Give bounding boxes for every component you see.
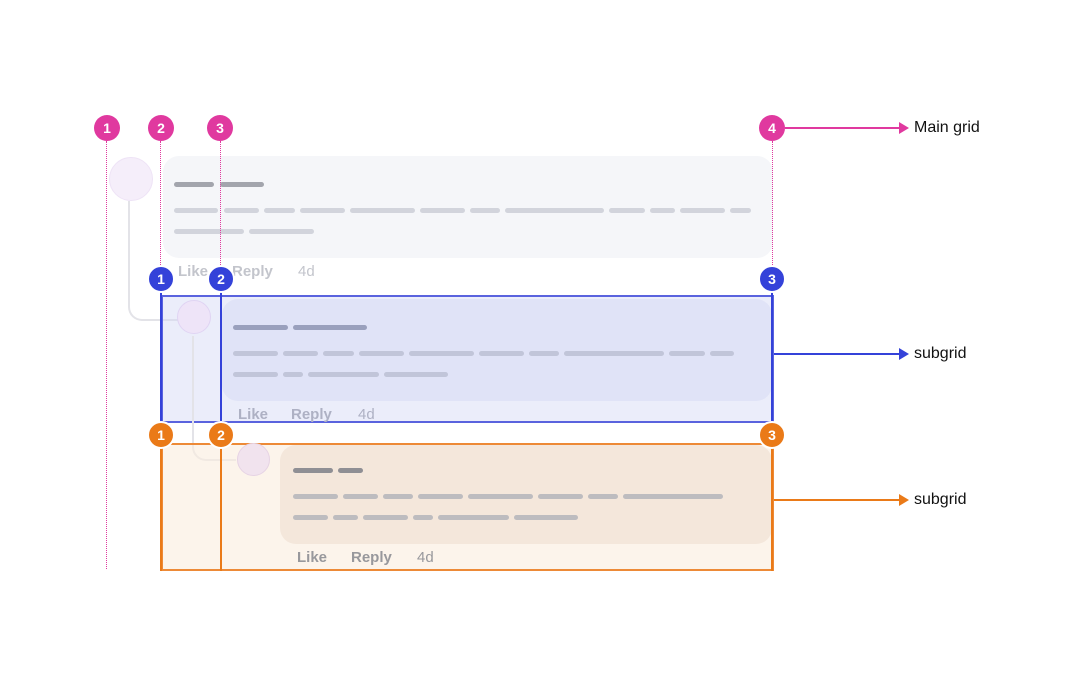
comment-2-text-placeholder bbox=[233, 372, 278, 377]
comment-1-avatar bbox=[109, 157, 153, 201]
comment-1-text-placeholder bbox=[224, 208, 259, 213]
comment-1-text-placeholder bbox=[174, 208, 218, 213]
comment-3-text-placeholder bbox=[343, 494, 378, 499]
comment-3-text-placeholder bbox=[293, 515, 328, 520]
comment-2-text-placeholder bbox=[283, 372, 303, 377]
comment-1-like-button[interactable]: Like bbox=[178, 263, 209, 280]
comment-2-author-placeholder bbox=[233, 325, 288, 330]
comment-3-text-placeholder bbox=[383, 494, 413, 499]
subgrid-2-arrow bbox=[774, 499, 901, 501]
comment-3-like-button[interactable]: Like bbox=[297, 549, 328, 566]
subgrid-1-line-badge-2: 2 bbox=[207, 265, 235, 293]
comment-3-bubble bbox=[280, 445, 772, 544]
comment-1-text-placeholder bbox=[609, 208, 645, 213]
comment-3-timestamp: 4d bbox=[417, 549, 434, 566]
comment-2-text-placeholder bbox=[308, 372, 379, 377]
subgrid-1-line-1 bbox=[160, 290, 162, 423]
comment-1-timestamp: 4d bbox=[298, 263, 315, 280]
comment-1-reply-button[interactable]: Reply bbox=[232, 263, 273, 280]
main-grid-arrowhead-icon bbox=[899, 122, 909, 134]
comment-1-text-placeholder bbox=[505, 208, 604, 213]
comment-3-text-placeholder bbox=[413, 515, 433, 520]
comment-1-author-placeholder bbox=[174, 182, 214, 187]
comment-3-text-placeholder bbox=[468, 494, 533, 499]
subgrid-2-line-2 bbox=[220, 443, 222, 571]
comment-2-text-placeholder bbox=[359, 351, 404, 356]
subgrid-2-line-badge-2: 2 bbox=[207, 421, 235, 449]
comment-3-text-placeholder bbox=[538, 494, 583, 499]
main-grid-line-2 bbox=[160, 141, 161, 265]
main-grid-arrow bbox=[785, 127, 901, 129]
comment-1-thread-line bbox=[128, 201, 178, 321]
comment-2-timestamp: 4d bbox=[358, 406, 375, 423]
comment-2-text-placeholder bbox=[529, 351, 559, 356]
comment-2-text-placeholder bbox=[564, 351, 664, 356]
subgrid-1-line-badge-3: 3 bbox=[758, 265, 786, 293]
comment-3-text-placeholder bbox=[333, 515, 358, 520]
comment-1-text-placeholder bbox=[650, 208, 675, 213]
main-grid-line-3 bbox=[220, 141, 221, 265]
comment-3-text-placeholder bbox=[588, 494, 618, 499]
subgrid-1-line-3 bbox=[771, 290, 773, 423]
comment-1-text-placeholder bbox=[264, 208, 295, 213]
comment-2-author-placeholder bbox=[293, 325, 367, 330]
subgrid-2-label: subgrid bbox=[914, 491, 967, 508]
comment-1-author-placeholder bbox=[220, 182, 264, 187]
main-grid-line-badge-3: 3 bbox=[207, 115, 233, 141]
comment-3-text-placeholder bbox=[418, 494, 463, 499]
comment-1-text-placeholder bbox=[730, 208, 751, 213]
comment-1-text-placeholder bbox=[420, 208, 465, 213]
comment-3-avatar bbox=[237, 443, 270, 476]
comment-2-avatar bbox=[177, 300, 211, 334]
subgrid-1-line-badge-1: 1 bbox=[147, 265, 175, 293]
comment-2-text-placeholder bbox=[669, 351, 705, 356]
comment-2-like-button[interactable]: Like bbox=[238, 406, 269, 423]
comment-3-reply-button[interactable]: Reply bbox=[351, 549, 392, 566]
subgrid-1-label: subgrid bbox=[914, 345, 967, 362]
comment-3-text-placeholder bbox=[514, 515, 578, 520]
comment-1-text-placeholder bbox=[350, 208, 415, 213]
comment-3-author-placeholder bbox=[293, 468, 333, 473]
main-grid-line-badge-2: 2 bbox=[148, 115, 174, 141]
comment-1-text-placeholder bbox=[249, 229, 314, 234]
comment-3-text-placeholder bbox=[293, 494, 338, 499]
comment-2-text-placeholder bbox=[710, 351, 734, 356]
comment-1-text-placeholder bbox=[174, 229, 244, 234]
subgrid-2-line-badge-3: 3 bbox=[758, 421, 786, 449]
main-grid-line-badge-1: 1 bbox=[94, 115, 120, 141]
main-grid-line-4 bbox=[772, 141, 773, 265]
comment-1-text-placeholder bbox=[300, 208, 345, 213]
comment-2-text-placeholder bbox=[384, 372, 448, 377]
comment-1-text-placeholder bbox=[680, 208, 725, 213]
comment-2-text-placeholder bbox=[409, 351, 474, 356]
subgrid-2-line-badge-1: 1 bbox=[147, 421, 175, 449]
comment-3-text-placeholder bbox=[438, 515, 509, 520]
main-grid-line-1 bbox=[106, 141, 107, 569]
subgrid-2-line-1 bbox=[160, 443, 162, 571]
comment-2-reply-button[interactable]: Reply bbox=[291, 406, 332, 423]
subgrid-1-line-2 bbox=[220, 290, 222, 423]
subgrid-2-line-3 bbox=[771, 443, 773, 571]
comment-3-author-placeholder bbox=[338, 468, 363, 473]
comment-3-text-placeholder bbox=[363, 515, 408, 520]
comment-2-text-placeholder bbox=[323, 351, 354, 356]
comment-2-bubble bbox=[222, 299, 772, 401]
main-grid-label: Main grid bbox=[914, 119, 980, 136]
comment-2-text-placeholder bbox=[283, 351, 318, 356]
main-grid-line-badge-4: 4 bbox=[759, 115, 785, 141]
subgrid-1-arrowhead-icon bbox=[899, 348, 909, 360]
comment-3-text-placeholder bbox=[623, 494, 723, 499]
comment-1-bubble bbox=[163, 156, 773, 258]
subgrid-1-arrow bbox=[774, 353, 901, 355]
subgrid-2-arrowhead-icon bbox=[899, 494, 909, 506]
comment-2-text-placeholder bbox=[479, 351, 524, 356]
comment-2-text-placeholder bbox=[233, 351, 278, 356]
comment-1-text-placeholder bbox=[470, 208, 500, 213]
